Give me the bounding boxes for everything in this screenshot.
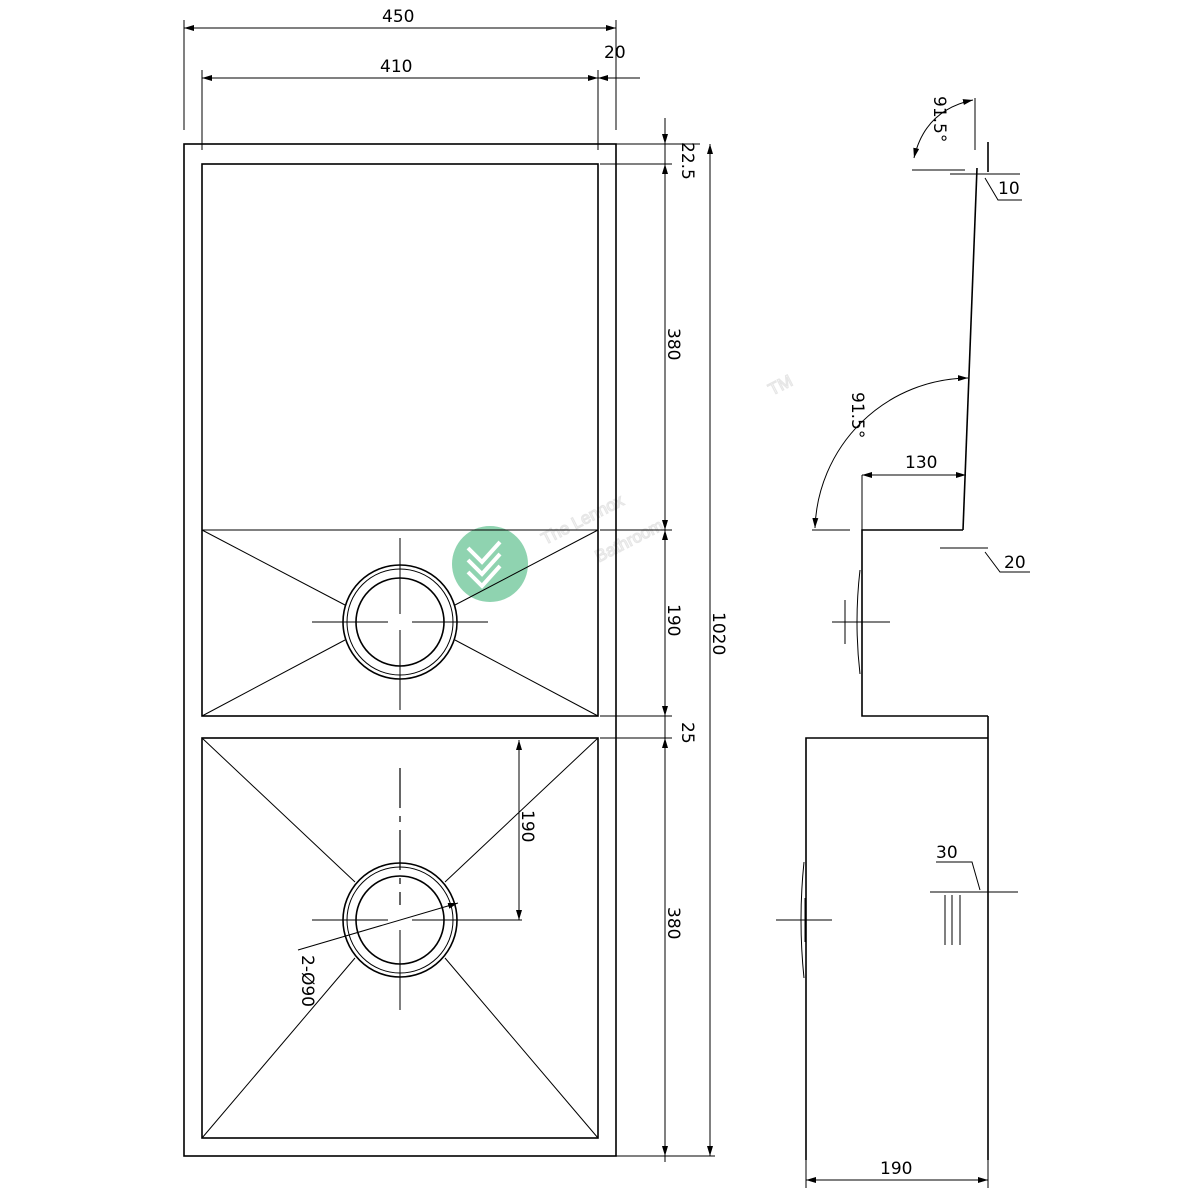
dim-top-rim: 22.5 xyxy=(677,142,697,180)
dim-drainboard-depth: 130 xyxy=(905,453,937,473)
dim-flange-thickness: 10 xyxy=(998,179,1020,199)
dim-overall-width: 450 xyxy=(382,7,414,27)
dim-overflow-size: 30 xyxy=(936,843,958,863)
dim-small-bowl-step: 20 xyxy=(1004,553,1026,573)
dim-divider: 25 xyxy=(677,722,697,744)
dim-drain-offset: 190 xyxy=(517,810,537,842)
plan-view: 190 2-Ø90 xyxy=(183,143,617,1157)
dim-bowl-depth: 190 xyxy=(880,1159,912,1179)
dim-large-bowl-length: 380 xyxy=(663,907,683,939)
dim-angle-lower: 91.5° xyxy=(847,392,867,438)
dim-inner-width: 410 xyxy=(380,57,412,77)
watermark-tm: TM xyxy=(765,371,795,399)
dim-small-bowl-length: 190 xyxy=(663,604,683,636)
watermark-sub: Bathroom xyxy=(592,516,666,566)
watermark: The Lennox Bathroom TM xyxy=(452,371,796,602)
dim-angle-top: 91.5° xyxy=(929,96,949,142)
dim-rim-offset: 20 xyxy=(604,43,626,63)
dim-drain-spec: 2-Ø90 xyxy=(297,955,317,1007)
dim-overall-length: 1020 xyxy=(708,612,728,655)
side-view: 91.5° 10 91.5° 130 20 30 190 xyxy=(776,96,1030,1188)
dim-drainboard-length: 380 xyxy=(663,328,683,360)
plan-dimensions: 450 410 20 22.5 380 190 25 380 1020 xyxy=(183,7,728,1162)
